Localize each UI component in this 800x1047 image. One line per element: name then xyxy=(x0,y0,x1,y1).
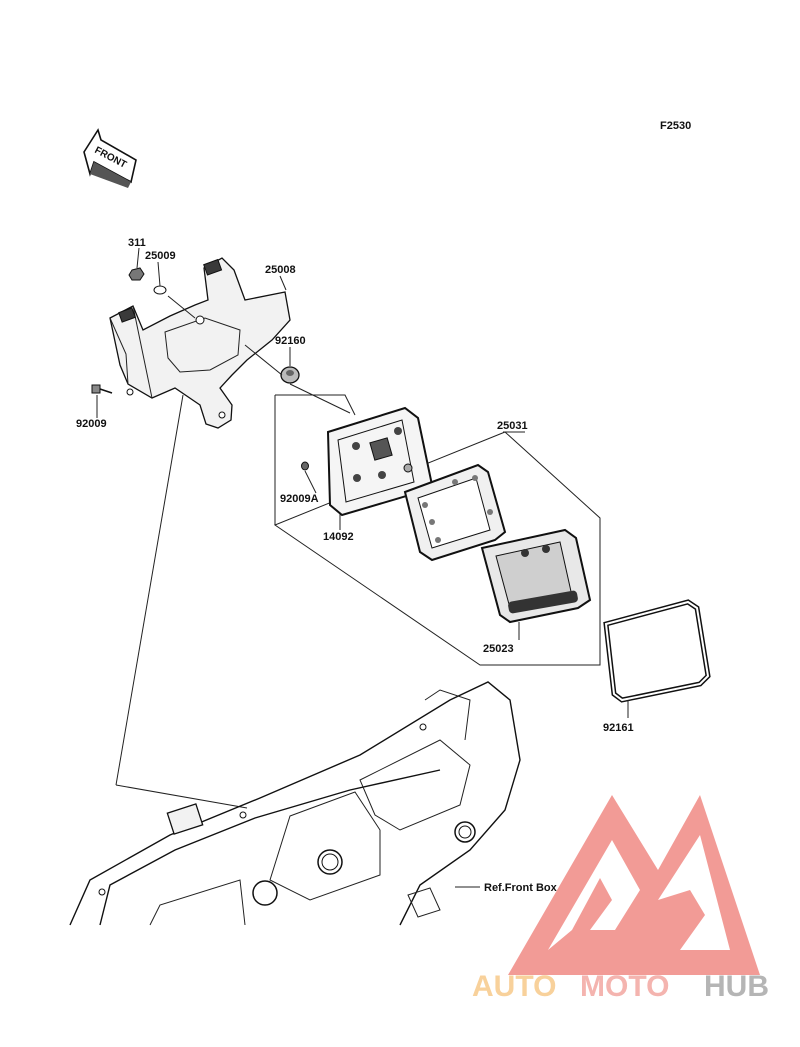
assembly-25031-outline xyxy=(273,394,601,666)
label-92009: 92009 xyxy=(76,418,107,430)
label-25009: 25009 xyxy=(145,250,176,262)
reference-label: Ref.Front Box xyxy=(484,882,558,894)
label-25023: 25023 xyxy=(483,643,514,655)
screw-92009A xyxy=(301,461,309,471)
housing-14092 xyxy=(326,406,434,517)
washer-25009 xyxy=(153,285,167,295)
bracket-25008 xyxy=(109,257,291,429)
automotohub-logo: AUTO MOTO HUB xyxy=(472,795,769,1003)
label-92009A: 92009A xyxy=(280,493,319,505)
label-92161: 92161 xyxy=(603,722,634,734)
label-25008: 25008 xyxy=(265,264,296,276)
gasket-92161 xyxy=(603,599,711,703)
logo-text-moto: MOTO xyxy=(580,970,669,1003)
label-92160: 92160 xyxy=(275,335,306,347)
figure-code: F2530 xyxy=(660,120,691,132)
grommet-92160 xyxy=(280,366,300,384)
label-25031: 25031 xyxy=(497,420,528,432)
meter-frame xyxy=(403,463,507,562)
front-box xyxy=(69,681,521,926)
front-arrow-icon: FRONT xyxy=(83,128,137,188)
label-311: 311 xyxy=(128,237,146,249)
logo-text-hub: HUB xyxy=(704,970,769,1003)
nut-311 xyxy=(128,267,145,281)
meter-25023 xyxy=(480,528,592,624)
screw-92009 xyxy=(91,384,113,394)
logo-text-auto: AUTO xyxy=(472,970,556,1003)
label-14092: 14092 xyxy=(323,531,354,543)
